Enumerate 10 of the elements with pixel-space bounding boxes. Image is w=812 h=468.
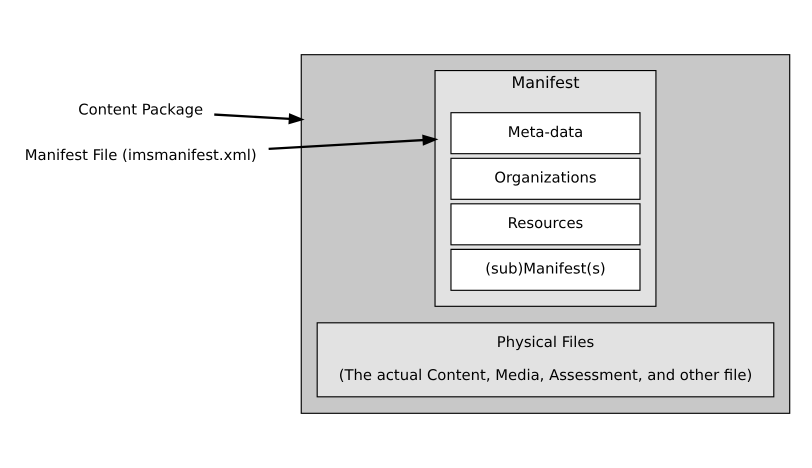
cluster	[300, 54, 790, 414]
node-text: Content Package	[78, 101, 204, 118]
node-box: Organizations	[450, 158, 641, 200]
node-box: Meta-data	[450, 112, 641, 154]
arrow	[214, 113, 305, 124]
node-box: Physical Files (The actual Content, Media, Assessment, and other file)	[316, 322, 774, 398]
node-box: (sub)Manifest(s)	[450, 248, 641, 291]
node-text: Manifest File (imsmanifest.xml)	[24, 146, 257, 164]
arrow	[268, 134, 438, 150]
node-box: Resources	[450, 203, 641, 246]
